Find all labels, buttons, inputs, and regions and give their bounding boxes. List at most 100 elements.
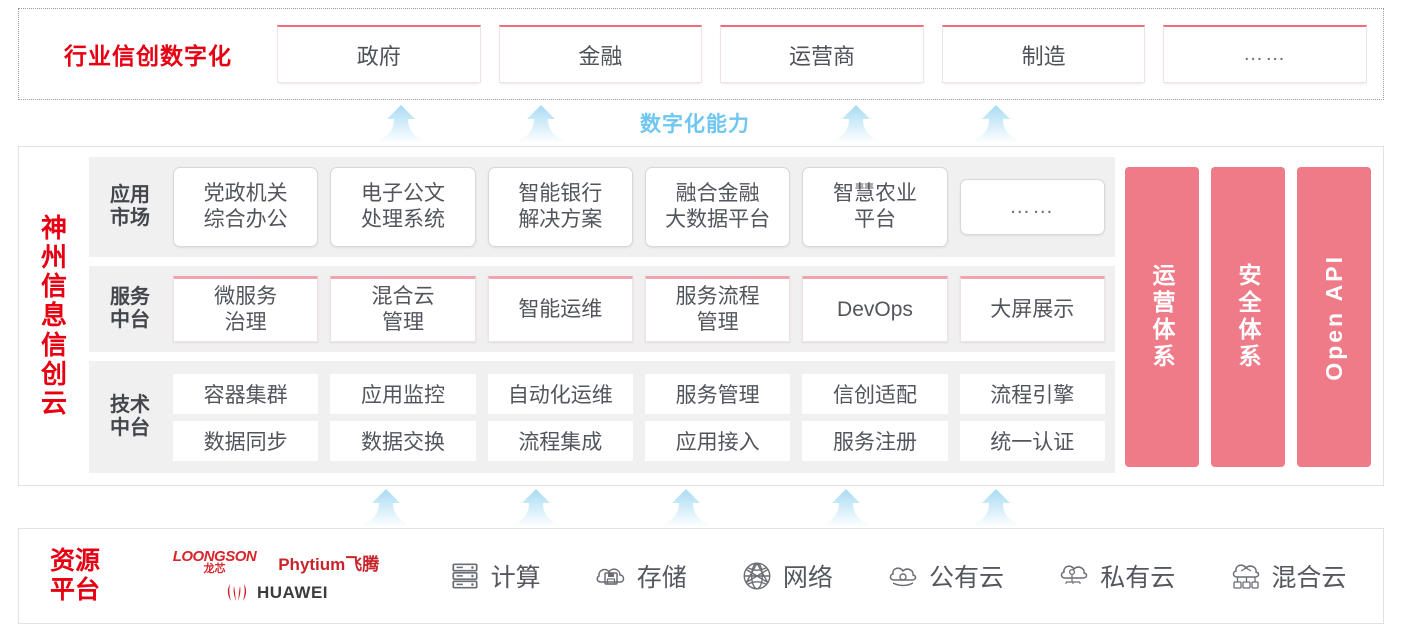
app-box-line2: 解决方案 [518,208,603,231]
industry-box-government[interactable]: 政府 [277,25,481,83]
cloud-platform-body: 应用 市场 党政机关 综合办公 电子公文 处理系统 [89,147,1383,485]
app-box-edoc-system[interactable]: 电子公文 处理系统 [330,167,476,247]
pillar-label: Open API [1320,253,1347,381]
svc-box-hybrid-cloud-management[interactable]: 混合云 管理 [330,276,476,342]
industry-box-list: 政府 金融 运营商 制造 …… [277,25,1383,83]
pillar-operations-system[interactable]: 运营体系 [1125,167,1199,467]
industry-box-manufacturing[interactable]: 制造 [941,25,1146,83]
app-box-fintech-bigdata[interactable]: 融合金融 大数据平台 [644,167,791,247]
tech-box-data-exchange[interactable]: 数据交换 [330,420,476,461]
cloud-title-char-7: 云 [40,387,67,418]
up-arrow-icon [826,105,886,143]
resource-item-network[interactable]: 网络 [740,558,833,594]
digital-capability-label: 数字化能力 [640,113,750,136]
vendor-logo-line-2: HUAWEI [224,583,328,603]
vendor-logo-line-1: LOONGSON 龙芯 Phytium飞腾 [173,549,380,575]
cloud-title-char-4: 息 [40,300,67,331]
app-box-line1: 智慧农业 [832,181,917,205]
tech-box-process-integration[interactable]: 流程集成 [487,420,633,461]
resource-item-list: 计算 存储 网络 [421,558,1383,594]
resource-item-compute[interactable]: 计算 [448,558,541,594]
tech-box-app-monitoring[interactable]: 应用监控 [330,373,476,414]
cloud-title-char-2: 州 [40,242,67,273]
technical-platform-grid: 容器集群 应用监控 自动化运维 服务管理 信创适配 流程引擎 数据同步 数据交换… [173,373,1105,461]
vertical-pillar-group: 运营体系 安全体系 Open API [1125,157,1371,475]
app-box-more[interactable]: …… [959,179,1105,235]
layer-label-line2: 中台 [110,309,150,331]
resource-item-label: 计算 [490,564,541,592]
tech-box-xinchuang-adaptation[interactable]: 信创适配 [802,373,948,414]
app-box-line2: 平台 [853,208,896,231]
layer-technical-platform: 技术 中台 容器集群 应用监控 自动化运维 服务管理 信创适配 流程引擎 数据同… [89,361,1115,473]
resource-connector-band [0,486,1402,528]
tech-box-automated-ops[interactable]: 自动化运维 [487,373,633,414]
pillar-open-api[interactable]: Open API [1297,167,1371,467]
svc-box-devops[interactable]: DevOps [802,276,948,342]
layer-label-line1: 技术 [110,394,150,416]
private-cloud-icon [1060,565,1088,586]
svc-box-line2: 管理 [381,311,424,334]
up-arrow-icon [356,489,416,527]
industry-box-more[interactable]: …… [1163,25,1367,83]
pillar-label: 运营体系 [1149,263,1175,371]
loongson-logo-subtext: 龙芯 [203,563,226,575]
app-box-line1: 融合金融 [675,181,760,205]
up-arrow-icon [371,105,431,143]
app-box-smart-bank[interactable]: 智能银行 解决方案 [487,167,633,247]
svc-box-line2: 管理 [696,311,739,334]
huawei-logo-text: HUAWEI [257,583,328,602]
resource-platform-title: 资源 平台 [19,547,131,605]
pillar-label: 安全体系 [1235,263,1261,371]
cloud-title-char-3: 信 [40,271,67,302]
cloud-storage-icon [596,568,624,585]
svc-box-line1: 智能运维 [518,297,603,321]
up-arrow-icon [816,489,876,527]
app-box-line2: 处理系统 [360,208,445,231]
up-arrow-icon [966,489,1026,527]
tech-box-service-registry[interactable]: 服务注册 [802,420,948,461]
vendor-logo-group: LOONGSON 龙芯 Phytium飞腾 HUAWEI [131,549,421,603]
resource-item-label: 存储 [636,564,687,592]
svc-box-dashboard-display[interactable]: 大屏展示 [959,276,1105,342]
service-platform-items: 微服务 治理 混合云 管理 智能运维 [173,276,1105,342]
app-box-government-office[interactable]: 党政机关 综合办公 [173,167,319,247]
tech-box-unified-auth[interactable]: 统一认证 [959,420,1105,461]
technical-platform-row-1: 容器集群 应用监控 自动化运维 服务管理 信创适配 流程引擎 [173,373,1105,414]
tech-box-container-cluster[interactable]: 容器集群 [173,373,319,414]
svc-box-microservice-governance[interactable]: 微服务 治理 [173,276,319,342]
app-box-line1: 电子公文 [360,181,445,205]
up-arrow-icon [511,105,571,143]
tech-box-data-sync[interactable]: 数据同步 [173,420,319,461]
resource-item-hybrid-cloud[interactable]: 混合云 [1228,558,1346,594]
cloud-title-char-1: 神 [40,213,67,244]
svc-box-line1: 混合云 [371,284,435,308]
cloud-title-char-6: 创 [40,358,67,389]
layer-label-service-platform: 服务 中台 [99,286,161,332]
industry-box-finance[interactable]: 金融 [498,25,703,83]
industry-section-title: 行业信创数字化 [64,43,232,69]
app-box-smart-agriculture[interactable]: 智慧农业 平台 [802,167,948,247]
cloud-platform-title: 神 州 信 息 信 创 云 [19,147,89,485]
tech-box-service-management[interactable]: 服务管理 [644,373,791,414]
svc-box-service-process-management[interactable]: 服务流程 管理 [644,276,791,342]
public-cloud-icon [889,567,917,587]
huawei-logo: HUAWEI [224,583,328,603]
svc-box-line1: 大屏展示 [990,297,1075,321]
tech-box-app-access[interactable]: 应用接入 [644,420,791,461]
svc-box-intelligent-ops[interactable]: 智能运维 [487,276,633,342]
layer-label-line1: 应用 [110,184,150,206]
resource-title-line1: 资源 [49,547,100,576]
resource-item-storage[interactable]: 存储 [594,558,687,594]
app-box-line2: 综合办公 [203,208,288,231]
hybrid-cloud-icon [1233,564,1260,589]
resource-item-private-cloud[interactable]: 私有云 [1057,558,1175,594]
up-arrow-icon [966,105,1026,143]
up-arrow-icon [506,489,566,527]
resource-item-public-cloud[interactable]: 公有云 [886,558,1004,594]
tech-box-process-engine[interactable]: 流程引擎 [959,373,1105,414]
industry-box-telecom[interactable]: 运营商 [720,25,924,83]
layer-label-line1: 服务 [110,286,150,308]
pillar-security-system[interactable]: 安全体系 [1211,167,1285,467]
resource-item-label: 混合云 [1271,564,1347,592]
digital-capability-connector-band: 数字化能力 [0,100,1402,144]
